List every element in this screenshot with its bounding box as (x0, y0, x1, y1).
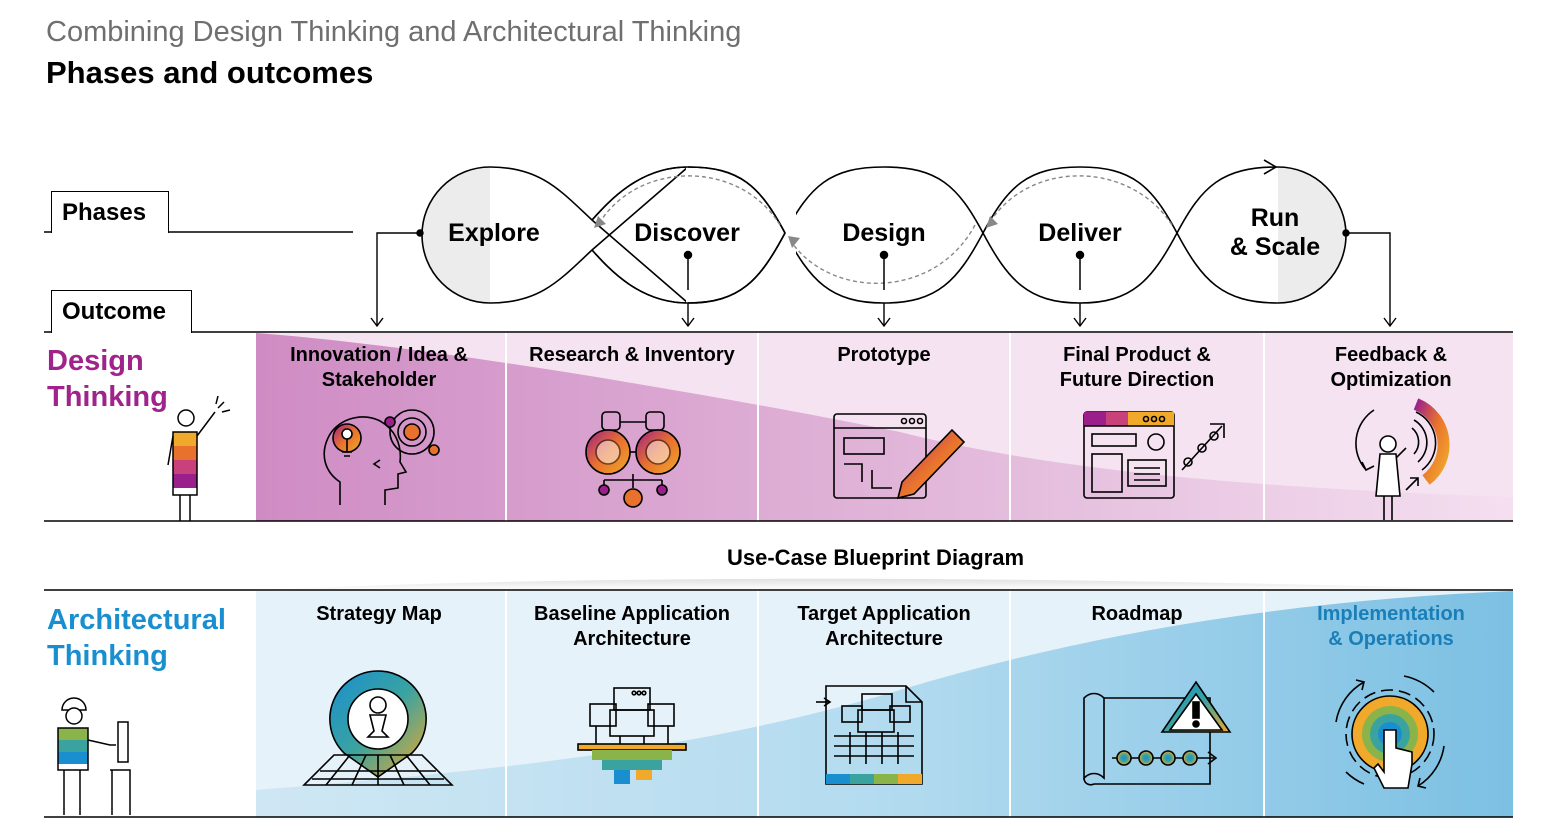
roadmap-warning-icon (1083, 680, 1232, 786)
at-outcome-baseline: Baseline Application Architecture (507, 602, 757, 652)
architectural-thinking-heading-line1: Architectural (47, 604, 226, 636)
phase-run-scale-line1: Run (1250, 204, 1300, 232)
at-outcome-target: Target Application Architecture (759, 602, 1009, 652)
dt-outcome-feedback: Feedback & Optimization (1266, 343, 1516, 393)
feedback-arrowheads (594, 216, 998, 248)
phase-design: Design (842, 219, 926, 247)
phase-run-scale: Run & Scale (1202, 204, 1348, 262)
page-subtitle: Combining Design Thinking and Architectu… (46, 16, 742, 48)
at-outcome-implementation-line2: & Operations (1328, 628, 1454, 650)
person-signal-icon (1355, 398, 1450, 520)
phase-run-scale-line2: & Scale (1229, 233, 1321, 261)
design-thinking-heading-line1: Design (47, 345, 144, 377)
architect-figure-icon (57, 697, 131, 815)
gear-hand-icon (1335, 675, 1445, 789)
dt-outcome-prototype-line1: Prototype (837, 344, 931, 366)
at-outcome-implementation: Implementation & Operations (1266, 602, 1516, 652)
dt-outcome-feedback-line1: Feedback & (1334, 344, 1448, 366)
architectural-thinking-heading-line2: Thinking (47, 640, 168, 672)
at-outcome-baseline-line1: Baseline Application (534, 603, 730, 625)
dt-outcome-prototype: Prototype (759, 343, 1009, 368)
phases-tab: Phases (51, 191, 169, 233)
at-outcome-baseline-line2: Architecture (573, 628, 691, 650)
architectural-thinking-heading: Architectural Thinking (47, 602, 226, 674)
dt-outcome-innovation-line1: Innovation / Idea & (290, 344, 468, 366)
dt-outcome-research: Research & Inventory (507, 343, 757, 368)
at-outcome-target-line1: Target Application (797, 603, 971, 625)
map-pin-chess-icon (302, 670, 454, 786)
at-outcome-roadmap: Roadmap (1012, 602, 1262, 627)
phase-wave-cleanup (591, 160, 796, 310)
dt-outcome-final-product: Final Product & Future Direction (1012, 343, 1262, 393)
prototype-pencil-icon (833, 413, 966, 500)
design-thinking-band (256, 333, 1513, 521)
at-outcome-target-line2: Architecture (825, 628, 943, 650)
phase-deliver: Deliver (1038, 219, 1122, 247)
design-thinking-heading-line2: Thinking (47, 381, 168, 413)
phase-explore: Explore (448, 219, 540, 247)
use-case-blueprint-label: Use-Case Blueprint Diagram (727, 545, 1025, 570)
design-thinker-figure-icon (167, 395, 231, 521)
feedback-loops (599, 175, 1173, 284)
dt-outcome-feedback-line2: Optimization (1330, 369, 1452, 391)
dt-outcome-innovation: Innovation / Idea & Stakeholder (254, 343, 504, 393)
phase-pins (683, 250, 1085, 290)
at-outcome-strategy-map-line1: Strategy Map (316, 603, 442, 625)
dashboard-growth-icon (1083, 411, 1225, 499)
dt-outcome-final-product-line1: Final Product & (1063, 344, 1211, 366)
dt-outcome-innovation-line2: Stakeholder (321, 369, 437, 391)
target-blueprint-icon (816, 685, 923, 785)
phase-discover: Discover (634, 219, 740, 247)
outcome-tab: Outcome (51, 290, 192, 333)
binoculars-icon (585, 411, 681, 508)
at-outcome-roadmap-line1: Roadmap (1091, 603, 1183, 625)
dt-outcome-research-line1: Research & Inventory (529, 344, 735, 366)
dt-outcome-final-product-line2: Future Direction (1059, 369, 1215, 391)
idea-head-icon (323, 409, 440, 505)
page-title: Phases and outcomes (46, 55, 374, 90)
blueprint-shadow (256, 578, 1513, 590)
design-thinking-heading: Design Thinking (47, 343, 168, 415)
at-outcome-implementation-line1: Implementation (1317, 603, 1465, 625)
outcome-arrows (370, 229, 1397, 328)
baseline-architecture-icon (577, 687, 687, 784)
at-outcome-strategy-map: Strategy Map (254, 602, 504, 627)
